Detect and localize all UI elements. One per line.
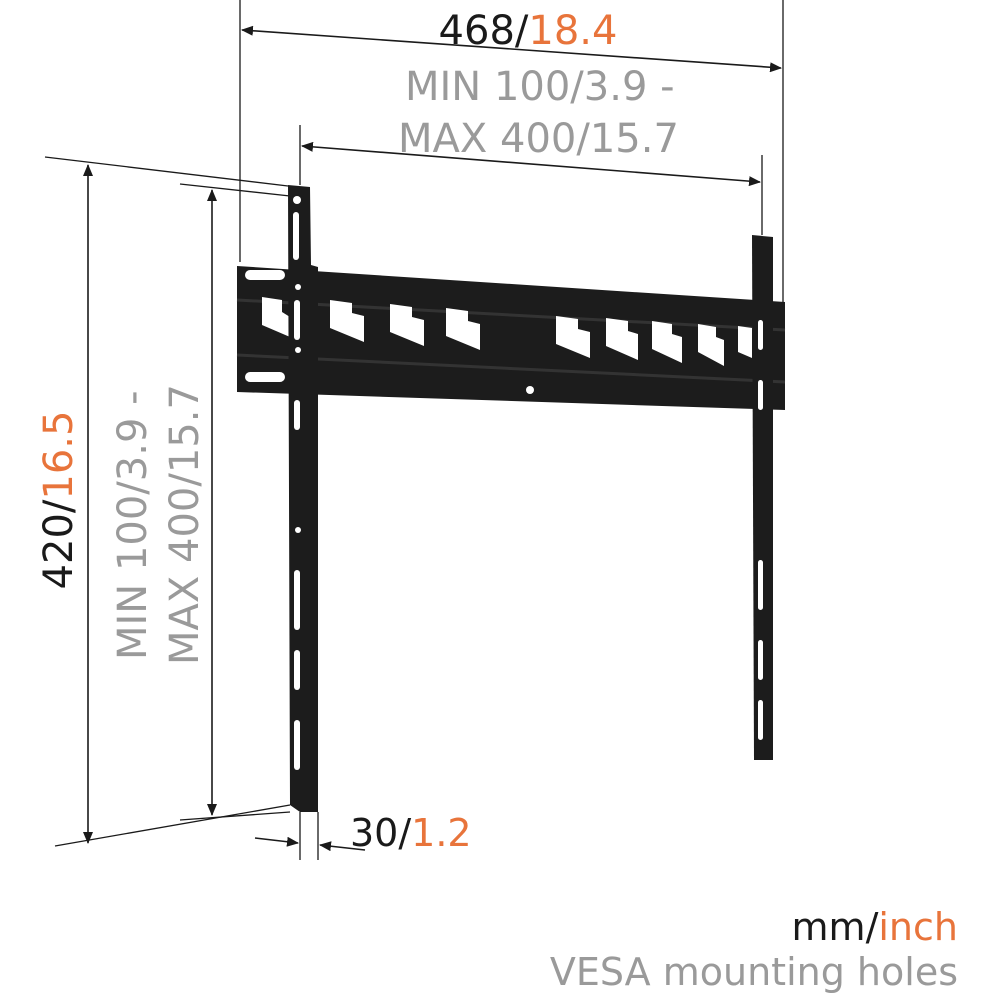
units-legend: mm/inch (792, 905, 958, 949)
vesa-legend: VESA mounting holes (550, 950, 958, 994)
vesa-horizontal-arrow (301, 141, 761, 187)
vesa-horizontal-label-line2: MAX 400/15.7 (398, 116, 679, 162)
vesa-vertical-label-line1: MIN 100/3.9 - (110, 390, 156, 660)
width-label: 468/18.4 (439, 8, 618, 54)
dimension-arrows (83, 25, 782, 852)
depth-arrow-left (254, 836, 299, 847)
extension-lines (44, 0, 784, 860)
width-arrow (241, 25, 782, 73)
vesa-vertical-label-line2: MAX 400/15.7 (162, 384, 208, 665)
vesa-horizontal-label-line1: MIN 100/3.9 - (405, 64, 675, 110)
depth-arrow-right (319, 841, 366, 852)
wall-bracket (236, 185, 786, 812)
rail-slots (262, 297, 752, 366)
depth-label: 30/1.2 (350, 811, 472, 855)
left-vesa-plate (288, 185, 318, 812)
height-label: 420/16.5 (36, 411, 82, 590)
right-vesa-plate (752, 235, 773, 760)
